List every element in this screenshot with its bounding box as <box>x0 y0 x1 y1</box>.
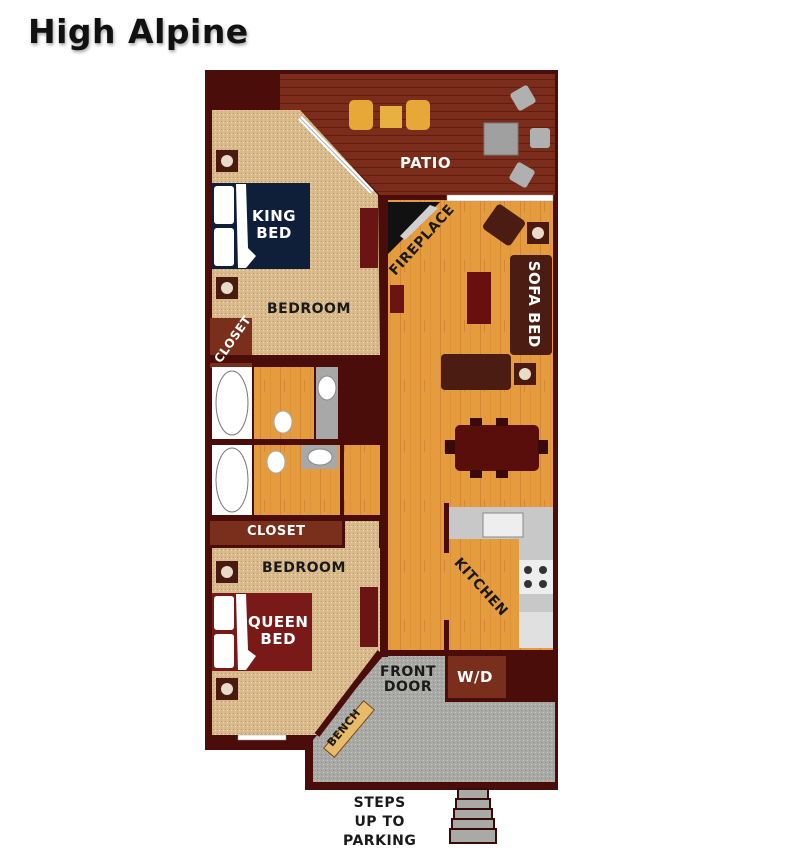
dining-table <box>455 425 539 471</box>
label-front-door-line1: FRONT <box>380 664 437 680</box>
label-bedroom-bottom: BEDROOM <box>262 560 346 576</box>
label-steps-line1: STEPS <box>353 795 406 811</box>
washer-dryer <box>448 656 506 698</box>
label-queen-bed-line1: QUEEN <box>248 613 309 631</box>
closet-mid <box>210 519 342 545</box>
label-wd: W/D <box>457 668 493 686</box>
page-title: High Alpine <box>28 12 249 51</box>
patio-floor <box>280 74 555 195</box>
label-queen-bed: QUEEN BED <box>248 614 308 647</box>
label-steps-line2: UP TO <box>354 813 405 830</box>
label-king-bed-line2: BED <box>256 223 292 242</box>
label-king-bed-line1: KING <box>252 207 297 225</box>
label-king-bed: KING BED <box>252 208 296 241</box>
steps <box>449 788 497 844</box>
label-bedroom-top: BEDROOM <box>267 301 351 317</box>
label-patio: PATIO <box>400 154 452 172</box>
label-queen-bed-line2: BED <box>260 629 297 648</box>
bench <box>323 700 375 758</box>
label-sofa-bed: SOFA BED <box>524 260 543 348</box>
label-front-door-line2: DOOR <box>383 679 433 696</box>
label-closet-mid: CLOSET <box>247 524 306 539</box>
label-steps: STEPS UP TO PARKING <box>343 794 416 851</box>
label-steps-line3: PARKING <box>343 832 417 849</box>
label-front-door[interactable]: FRONT DOOR <box>380 664 437 696</box>
entry-floor <box>313 656 555 782</box>
sofa-bed <box>510 255 552 355</box>
